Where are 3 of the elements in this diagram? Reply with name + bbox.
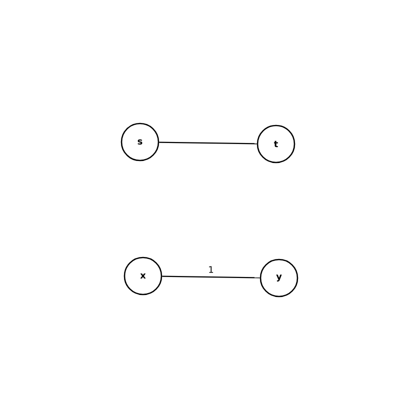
edge-label: 1 (209, 266, 214, 273)
edge-line (159, 142, 257, 144)
edge-line (162, 276, 260, 278)
